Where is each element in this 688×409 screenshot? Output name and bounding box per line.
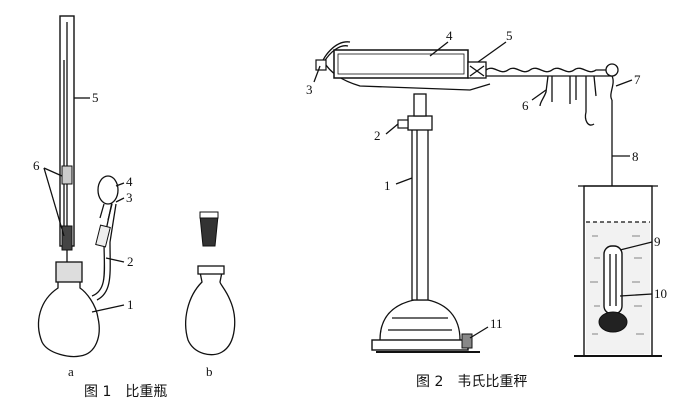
beam-end-pivot [605,63,619,77]
fig1-sublabel-b: b [206,364,213,379]
flask-a-stopper [55,261,83,283]
flask-b-neck [197,265,225,275]
support-column [411,127,429,301]
fig2-label-10: 10 [654,286,667,301]
fig1-label-4: 4 [126,174,133,189]
side-tube-cap [95,224,111,248]
rider-4 [593,75,597,97]
fig2-label-5: 5 [506,28,513,43]
bulb [97,175,119,205]
fig1-sublabel-a: a [68,364,74,379]
fig2-label-9: 9 [654,234,661,249]
fig1-caption: 图 1 比重瓶 [84,384,167,400]
graduated-beam-arm [485,67,610,73]
figure-2-westphal-balance: 1 2 3 4 5 6 7 8 9 10 11 图 2 韦氏比重秤 [306,28,667,390]
fig2-label-4: 4 [446,28,453,43]
fig1-label-3: 3 [126,190,133,205]
hook [610,75,614,101]
flask-b-body [185,271,236,356]
fig1-label-1: 1 [127,297,134,312]
flask-a-body [37,279,100,358]
figure-1-pycnometer: 1 2 3 4 5 6 a b 图 1 比重瓶 [33,15,236,400]
fig1-label-2: 2 [127,254,134,269]
fig2-label-2: 2 [374,128,381,143]
fig2-label-6: 6 [522,98,529,113]
flask-b-stopper [199,215,219,247]
fig1-label-6: 6 [33,158,40,173]
fig2-label-1: 1 [384,178,391,193]
clamp-screw [397,119,409,129]
fig2-caption: 图 2 韦氏比重秤 [416,374,527,390]
fig2-label-11: 11 [490,316,503,331]
rider-1 [539,75,553,107]
leveling-screw [461,333,473,349]
column-marking-upper [61,165,73,185]
plummet-bulb [598,311,628,333]
base-dome [379,299,461,341]
column-marking-lower [61,225,73,251]
rider-3 [584,76,595,126]
base-plate [371,339,469,351]
fig2-label-7: 7 [634,72,641,87]
rider-2 [569,76,577,104]
fig1-label-5: 5 [92,90,99,105]
glass-plummet [603,245,623,315]
pointer [315,59,327,71]
clamp-collar [407,115,433,131]
fig2-label-3: 3 [306,82,313,97]
fig2-label-8: 8 [632,149,639,164]
